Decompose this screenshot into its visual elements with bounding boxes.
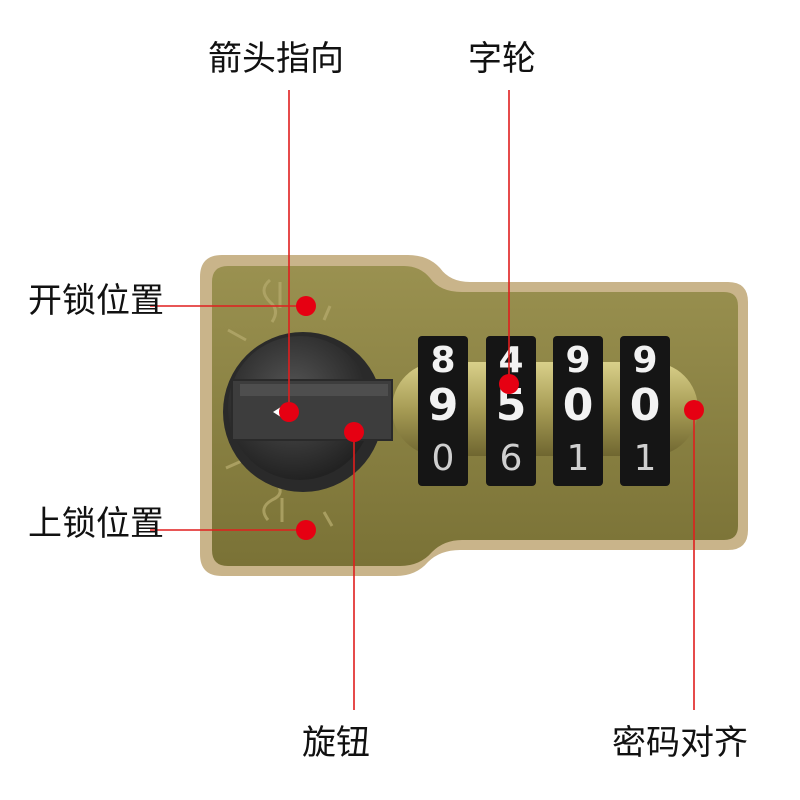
callout-dots bbox=[279, 296, 704, 540]
callout-dot-wheel bbox=[499, 374, 519, 394]
wheel-1-digit-middle: 9 bbox=[428, 380, 459, 431]
label-unlock-position: 开锁位置 bbox=[28, 281, 164, 321]
digit-wheel-2[interactable] bbox=[486, 336, 536, 486]
wheel-3-digit-bottom: 1 bbox=[567, 438, 590, 479]
wheel-3-digit-top: 9 bbox=[565, 340, 590, 381]
wheel-1-digit-top: 8 bbox=[430, 340, 455, 381]
callout-lines bbox=[150, 90, 695, 710]
callout-dot-knob bbox=[344, 422, 364, 442]
wheel-4-digit-middle: 0 bbox=[630, 380, 661, 431]
label-lock-position: 上锁位置 bbox=[28, 504, 164, 544]
callout-dot-arrow bbox=[279, 402, 299, 422]
label-knob: 旋钮 bbox=[302, 723, 370, 763]
digit-wheel-1[interactable] bbox=[418, 336, 468, 486]
label-arrow-direction: 箭头指向 bbox=[208, 39, 344, 79]
callout-dot-align bbox=[684, 400, 704, 420]
wheel-4-digit-top: 9 bbox=[632, 340, 657, 381]
wheel-2-digit-bottom: 6 bbox=[500, 438, 523, 479]
callout-dot-lock bbox=[296, 520, 316, 540]
digit-wheel-4[interactable] bbox=[620, 336, 670, 486]
label-code-alignment: 密码对齐 bbox=[612, 723, 748, 763]
wheel-2-digit-top: 4 bbox=[498, 340, 523, 381]
wheel-4-digit-bottom: 1 bbox=[634, 438, 657, 479]
knob bbox=[223, 332, 393, 492]
label-digit-wheel: 字轮 bbox=[468, 39, 536, 79]
callout-dot-unlock bbox=[296, 296, 316, 316]
wheel-3-digit-middle: 0 bbox=[563, 380, 594, 431]
wheel-1-digit-bottom: 0 bbox=[432, 438, 455, 479]
digit-wheel-3[interactable] bbox=[553, 336, 603, 486]
